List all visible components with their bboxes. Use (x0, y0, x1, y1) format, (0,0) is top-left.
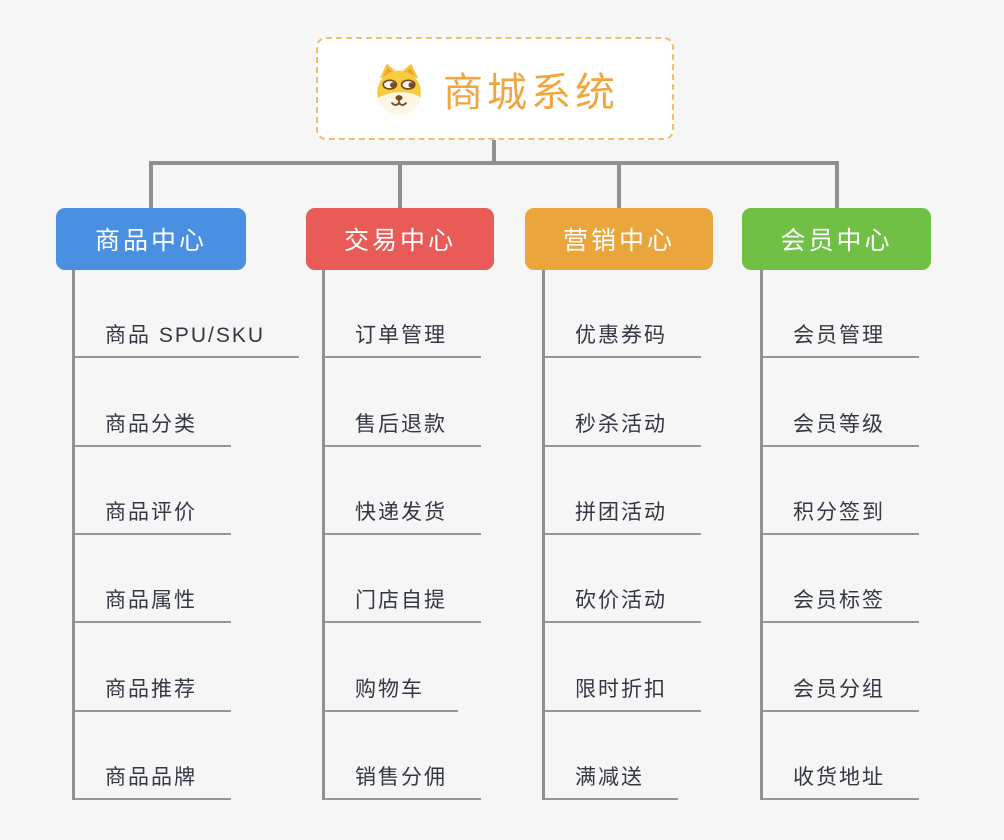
child-node[interactable]: 秒杀活动 (545, 358, 701, 447)
child-node-label: 购物车 (355, 677, 424, 701)
child-node[interactable]: 售后退款 (325, 358, 481, 447)
branch-children-product-center: 商品 SPU/SKU 商品分类 商品评价 商品属性 商品推荐 商品品牌 (72, 270, 300, 800)
child-node-label: 会员标签 (793, 589, 885, 613)
child-node-label: 门店自提 (355, 589, 447, 613)
branch-node-trade-center[interactable]: 交易中心 (306, 208, 494, 270)
branch-node-product-center[interactable]: 商品中心 (56, 208, 246, 270)
child-node-label: 拼团活动 (575, 500, 667, 524)
root-title: 商城系统 (443, 70, 619, 115)
child-node[interactable]: 商品属性 (75, 535, 231, 624)
branch-node-member-center[interactable]: 会员中心 (742, 208, 931, 270)
child-node-label: 商品评价 (105, 500, 197, 524)
branch-label: 商品中心 (94, 227, 207, 255)
child-node[interactable]: 商品品牌 (75, 712, 231, 800)
child-node-label: 会员分组 (793, 677, 885, 701)
child-node-label: 秒杀活动 (575, 412, 667, 436)
child-node-label: 收货地址 (793, 765, 885, 789)
connector-drop-member (835, 163, 839, 208)
child-node[interactable]: 商品评价 (75, 447, 231, 535)
child-node-label: 售后退款 (355, 412, 447, 436)
child-node[interactable]: 会员分组 (763, 623, 919, 712)
child-node[interactable]: 商品 SPU/SKU (75, 270, 300, 359)
child-node[interactable]: 积分签到 (763, 447, 919, 535)
child-node-label: 商品分类 (105, 412, 197, 436)
branch-label: 营销中心 (562, 227, 675, 255)
child-node-label: 限时折扣 (575, 677, 667, 701)
child-node-label: 商品属性 (105, 589, 197, 613)
child-node-label: 积分签到 (793, 500, 885, 524)
child-node[interactable]: 会员管理 (763, 270, 919, 359)
branch-label: 会员中心 (780, 227, 893, 255)
child-node[interactable]: 商品分类 (75, 358, 231, 447)
child-node[interactable]: 订单管理 (325, 270, 481, 359)
child-node-label: 商品推荐 (105, 677, 197, 701)
child-node[interactable]: 砍价活动 (545, 535, 701, 624)
connector-root-stem (492, 140, 496, 165)
child-node[interactable]: 满减送 (545, 712, 678, 800)
child-node[interactable]: 快递发货 (325, 447, 481, 535)
child-node[interactable]: 收货地址 (763, 712, 919, 800)
branch-label: 交易中心 (343, 227, 456, 255)
branch-children-trade-center: 订单管理 售后退款 快递发货 门店自提 购物车 销售分佣 (322, 270, 481, 800)
child-node-label: 快递发货 (355, 500, 447, 524)
dog-face-icon (377, 63, 421, 114)
connector-drop-marketing (617, 163, 621, 208)
child-node[interactable]: 拼团活动 (545, 447, 701, 535)
child-node-label: 商品品牌 (105, 765, 197, 789)
child-node[interactable]: 会员标签 (763, 535, 919, 624)
child-node[interactable]: 销售分佣 (325, 712, 481, 800)
root-node[interactable]: 商城系统 (316, 37, 674, 140)
child-node-label: 销售分佣 (355, 765, 447, 789)
child-node-label: 优惠券码 (575, 324, 667, 348)
connector-horizontal-bar (149, 161, 839, 165)
child-node-label: 满减送 (575, 765, 644, 789)
child-node[interactable]: 优惠券码 (545, 270, 701, 359)
branch-children-marketing-center: 优惠券码 秒杀活动 拼团活动 砍价活动 限时折扣 满减送 (542, 270, 701, 800)
child-node-label: 订单管理 (355, 324, 447, 348)
child-node-label: 会员等级 (793, 412, 885, 436)
child-node[interactable]: 商品推荐 (75, 623, 231, 712)
child-node-label: 砍价活动 (575, 589, 667, 613)
connector-drop-trade (398, 163, 402, 208)
branch-node-marketing-center[interactable]: 营销中心 (525, 208, 713, 270)
connector-drop-product (149, 163, 153, 208)
child-node[interactable]: 会员等级 (763, 358, 919, 447)
child-node-label: 会员管理 (793, 324, 885, 348)
child-node[interactable]: 限时折扣 (545, 623, 701, 712)
child-node[interactable]: 购物车 (325, 623, 458, 712)
branch-children-member-center: 会员管理 会员等级 积分签到 会员标签 会员分组 收货地址 (760, 270, 919, 800)
child-node-label: 商品 SPU/SKU (105, 324, 266, 348)
child-node[interactable]: 门店自提 (325, 535, 481, 624)
